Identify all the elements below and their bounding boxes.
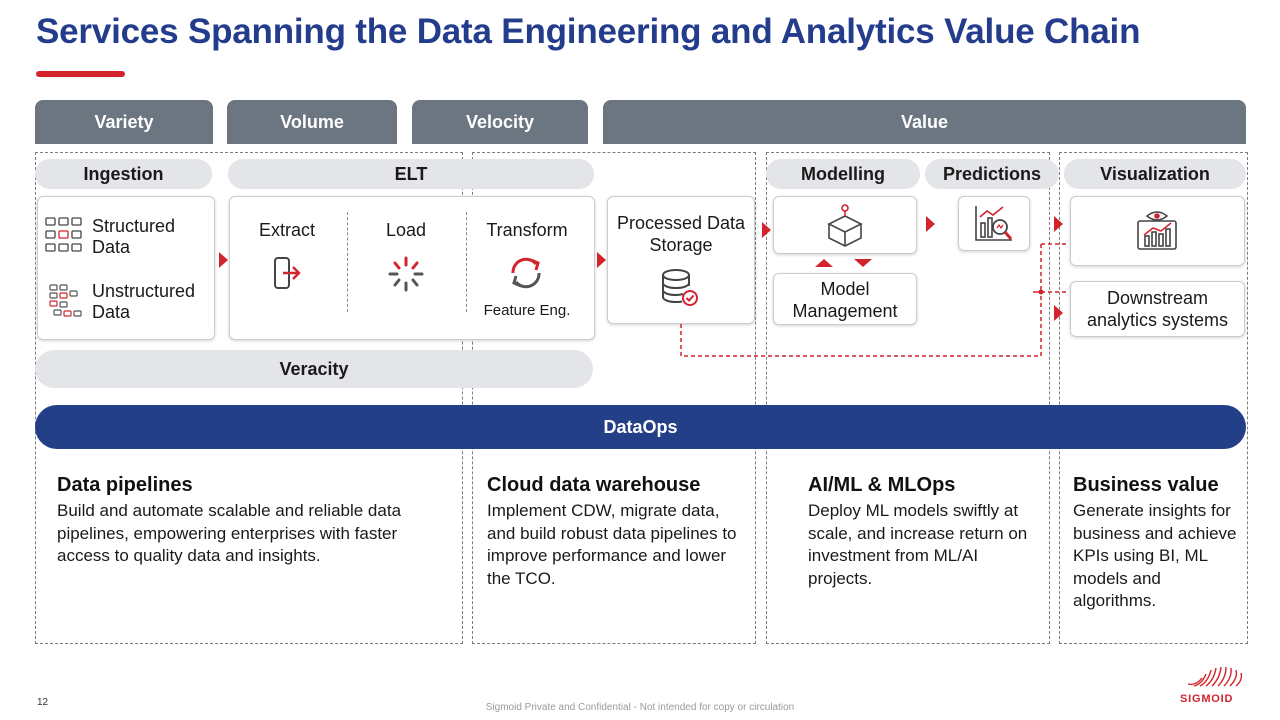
section-body: Implement CDW, migrate data, and build r… bbox=[487, 501, 737, 588]
tab-variety: Variety bbox=[35, 100, 213, 144]
arrow-down-icon bbox=[854, 259, 872, 267]
downstream-box bbox=[1070, 281, 1245, 337]
column-data-pipelines bbox=[35, 152, 463, 644]
tab-value: Value bbox=[603, 100, 1246, 144]
arrow-right-icon bbox=[762, 222, 771, 238]
processed-data-storage-label: Processed Data Storage bbox=[616, 213, 746, 255]
section-heading: AI/ML & MLOps bbox=[808, 474, 956, 496]
page-number: 12 bbox=[37, 697, 49, 708]
refresh-icon bbox=[511, 257, 541, 289]
tab-velocity: Velocity bbox=[412, 100, 588, 144]
analytics-magnifier-icon bbox=[975, 206, 1013, 241]
downstream-label: Downstream analytics systems bbox=[1086, 288, 1229, 330]
column-business-value bbox=[1059, 152, 1248, 644]
stage-visualization: Visualization bbox=[1064, 159, 1246, 189]
tab-volume: Volume bbox=[227, 100, 397, 144]
dashboard-eye-icon bbox=[1137, 211, 1177, 250]
unstructured-data-icon bbox=[49, 284, 82, 317]
section-body: Deploy ML models swiftly at scale, and i… bbox=[808, 501, 1028, 588]
structured-data-icon bbox=[45, 217, 82, 252]
stage-veracity: Veracity bbox=[35, 350, 593, 388]
stage-elt: ELT bbox=[228, 159, 594, 189]
section-ai-ml-mlops: AI/ML & MLOps Deploy ML models swiftly a… bbox=[808, 474, 1040, 590]
structured-data-label: Structured Data bbox=[92, 216, 176, 257]
section-cloud-data-warehouse: Cloud data warehouse Implement CDW, migr… bbox=[487, 474, 749, 590]
dataops-bar: DataOps bbox=[35, 405, 1246, 449]
extract-icon bbox=[274, 257, 301, 289]
database-icon bbox=[662, 269, 698, 306]
elt-divider bbox=[347, 212, 348, 312]
arrow-right-icon bbox=[1054, 305, 1063, 321]
feature-eng-label: Feature Eng. bbox=[483, 302, 571, 319]
arrow-right-icon bbox=[219, 252, 228, 268]
arrow-up-icon bbox=[815, 259, 833, 267]
sigmoid-logo-text: SIGMOID bbox=[1180, 693, 1234, 705]
model-management-box bbox=[773, 273, 917, 325]
loading-spinner-icon bbox=[388, 256, 424, 292]
footer-confidential: Sigmoid Private and Confidential - Not i… bbox=[485, 702, 795, 713]
elt-divider bbox=[466, 212, 467, 312]
slide-title: Services Spanning the Data Engineering a… bbox=[36, 12, 1141, 51]
model-management-label: Model Management bbox=[792, 279, 898, 321]
stage-predictions: Predictions bbox=[925, 159, 1059, 189]
arrow-right-icon bbox=[597, 252, 606, 268]
arrow-right-icon bbox=[1054, 216, 1063, 232]
model-cube-icon bbox=[827, 204, 863, 247]
extract-label: Extract bbox=[258, 220, 315, 240]
load-label: Load bbox=[385, 220, 427, 240]
column-ai-ml bbox=[766, 152, 1050, 644]
arrow-right-icon bbox=[926, 216, 935, 232]
stage-modelling: Modelling bbox=[766, 159, 920, 189]
section-heading: Cloud data warehouse bbox=[487, 474, 701, 496]
storage-to-downstream-connector bbox=[680, 243, 1068, 357]
section-body: Generate insights for business and achie… bbox=[1073, 501, 1237, 610]
section-heading: Business value bbox=[1073, 474, 1219, 496]
section-data-pipelines: Data pipelines Build and automate scalab… bbox=[57, 474, 447, 568]
visualization-box bbox=[1070, 196, 1245, 266]
transform-label: Transform bbox=[486, 220, 568, 240]
sigmoid-logo-icon bbox=[1187, 666, 1243, 687]
unstructured-data-label: Unstructured Data bbox=[92, 281, 196, 322]
column-cloud-data-warehouse bbox=[472, 152, 756, 644]
title-underline bbox=[36, 71, 125, 77]
section-business-value: Business value Generate insights for bus… bbox=[1073, 474, 1243, 613]
section-body: Build and automate scalable and reliable… bbox=[57, 501, 402, 565]
section-heading: Data pipelines bbox=[57, 474, 193, 496]
stage-ingestion: Ingestion bbox=[35, 159, 212, 189]
